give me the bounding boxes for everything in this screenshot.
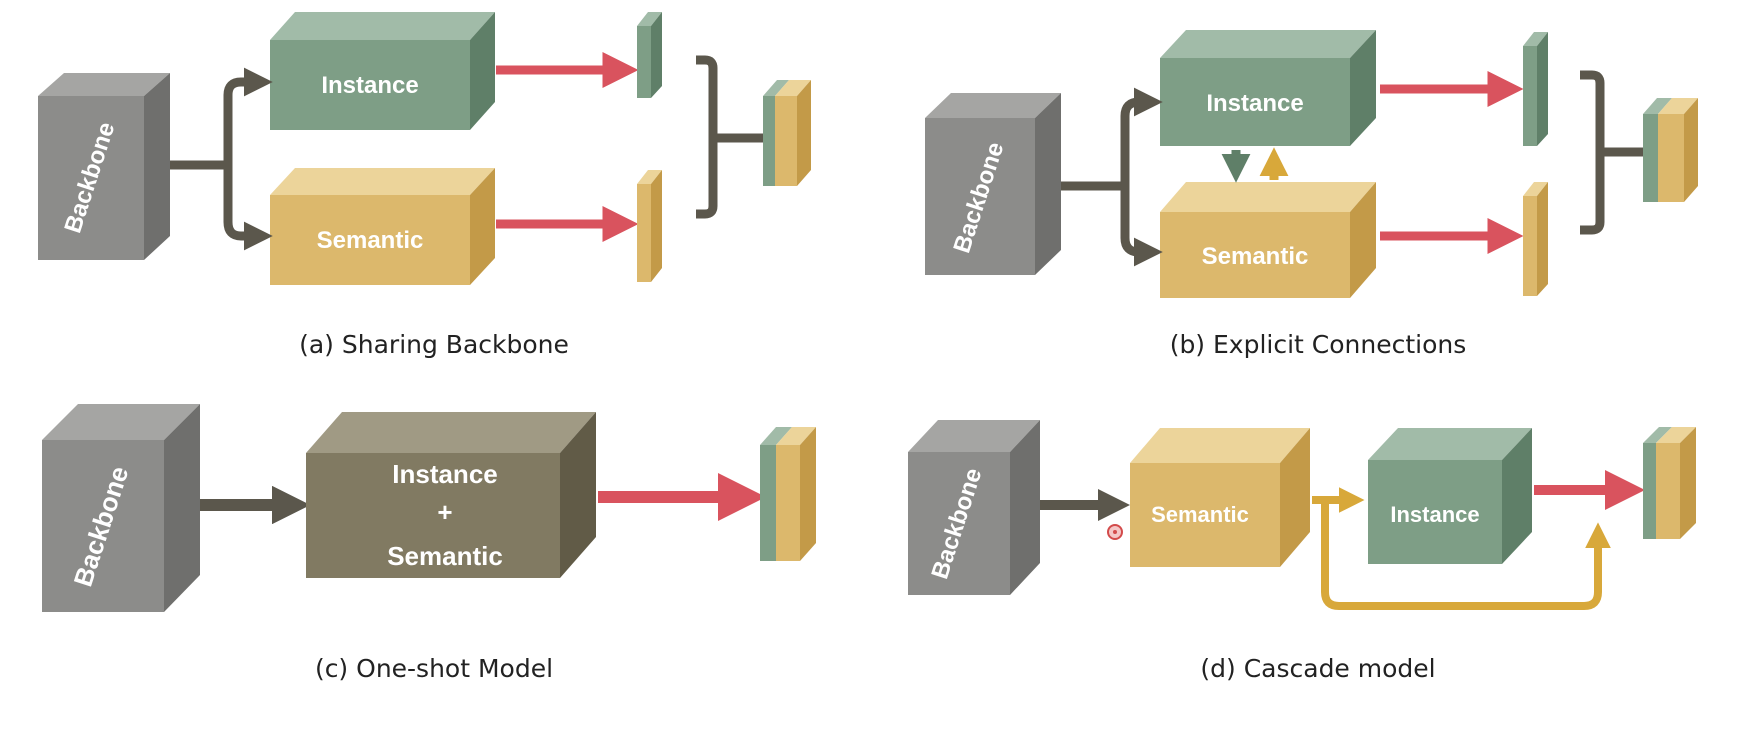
panoptic-output — [1643, 98, 1698, 202]
semantic-block: Semantic — [1160, 182, 1376, 298]
caption-d: (d) Cascade model — [1200, 654, 1435, 683]
caption-c: (c) One-shot Model — [315, 654, 553, 683]
merge-connector — [1580, 70, 1643, 235]
semantic-label: Semantic — [1202, 243, 1309, 270]
panoptic-output — [1643, 427, 1696, 539]
semantic-block: Semantic — [1130, 428, 1310, 567]
instance-block: Instance — [270, 12, 495, 130]
cursor-indicator — [1107, 524, 1123, 540]
backbone-block: Backbone — [925, 93, 1061, 275]
instance-block: Instance — [1368, 428, 1532, 564]
instance-feature-map — [1523, 32, 1548, 146]
panoptic-output — [763, 80, 811, 186]
semantic-label: Semantic — [1151, 502, 1249, 527]
semantic-block: Semantic — [270, 168, 495, 285]
combined-label-line2: + — [437, 497, 452, 527]
panel-b: Backbone Instance Semantic — [925, 30, 1698, 359]
semantic-skip-connection — [1321, 500, 1602, 610]
semantic-label: Semantic — [317, 227, 424, 254]
instance-label: Instance — [321, 72, 418, 99]
instance-label: Instance — [1390, 502, 1479, 527]
panel-a: Backbone Instance Semantic — [38, 12, 811, 359]
combined-label-line3: Semantic — [387, 541, 503, 571]
backbone-block: Backbone — [908, 420, 1040, 595]
instance-block: Instance — [1160, 30, 1376, 146]
panoptic-output — [760, 427, 816, 561]
semantic-feature-map — [1523, 182, 1548, 296]
merge-connector — [696, 55, 763, 219]
semantic-feature-map — [637, 170, 662, 282]
panel-c: Backbone Instance + Semantic (c) One-sho… — [42, 404, 816, 683]
caption-a: (a) Sharing Backbone — [299, 330, 569, 359]
backbone-block: Backbone — [38, 73, 170, 260]
caption-b: (b) Explicit Connections — [1170, 330, 1467, 359]
instance-label: Instance — [1206, 90, 1303, 117]
split-connector — [1061, 97, 1152, 257]
combined-label-line1: Instance — [392, 459, 498, 489]
backbone-block: Backbone — [42, 404, 200, 612]
combined-block: Instance + Semantic — [306, 412, 596, 578]
instance-feature-map — [637, 12, 662, 98]
split-connector — [170, 77, 264, 241]
panel-d: Backbone Semantic Instance — [908, 420, 1696, 683]
